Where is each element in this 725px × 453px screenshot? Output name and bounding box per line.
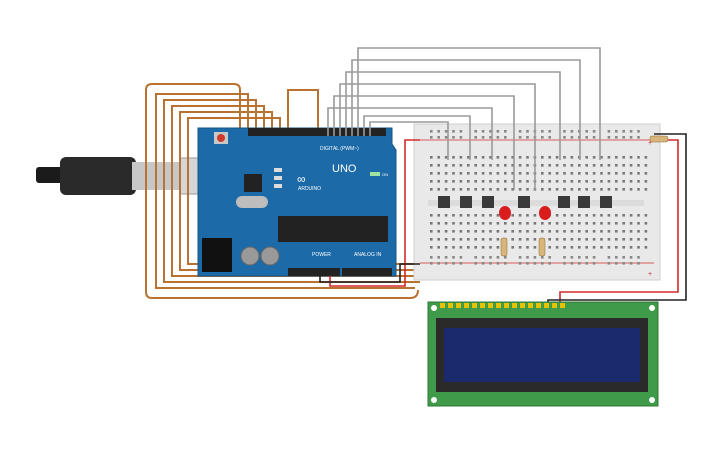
- reset-button[interactable]: [217, 134, 225, 142]
- push-button-3[interactable]: [482, 196, 494, 208]
- lcd-pin: [440, 303, 445, 308]
- red-led-2[interactable]: [539, 206, 551, 220]
- usb-cable: [36, 157, 209, 195]
- analog-label: ANALOG IN: [354, 252, 382, 258]
- lcd-pin: [448, 303, 453, 308]
- resistors: [500, 135, 669, 257]
- power-label: POWER: [312, 252, 331, 258]
- arduino-brand: ARDUINO: [298, 186, 321, 192]
- resistor-1: [500, 237, 508, 257]
- lcd-pin: [512, 303, 517, 308]
- lcd-pin: [496, 303, 501, 308]
- on-led: [370, 172, 380, 176]
- breadboard[interactable]: + +: [413, 123, 661, 281]
- lcd-pin-header: [440, 303, 565, 308]
- lcd-pin: [472, 303, 477, 308]
- atmega-chip: [278, 216, 388, 242]
- l-led: [274, 168, 282, 172]
- resistor-3: [649, 135, 669, 143]
- arduino-logo: ∞: [297, 172, 306, 186]
- resistor-2: [538, 237, 546, 257]
- rx-led: [274, 184, 282, 188]
- lcd-pin: [520, 303, 525, 308]
- lcd-pin: [544, 303, 549, 308]
- arduino-uno-board[interactable]: ∞ UNO ARDUINO DIGITAL (PWM~) POWER ANALO…: [197, 127, 397, 277]
- tx-led: [274, 176, 282, 180]
- lcd-pin: [456, 303, 461, 308]
- digital-label: DIGITAL (PWM~): [320, 146, 359, 152]
- push-button-6[interactable]: [578, 196, 590, 208]
- lcd-pin: [536, 303, 541, 308]
- lcd-pin: [552, 303, 557, 308]
- lcd-pin: [560, 303, 565, 308]
- push-button-7[interactable]: [600, 196, 612, 208]
- lcd-pin: [480, 303, 485, 308]
- gray-wire-bundle: [327, 47, 601, 190]
- on-label: ON: [382, 172, 388, 177]
- leds[interactable]: [499, 206, 551, 220]
- lcd-pin: [488, 303, 493, 308]
- red-led-1[interactable]: [499, 206, 511, 220]
- lcd-pin: [504, 303, 509, 308]
- uno-label: UNO: [332, 163, 357, 175]
- rail-plus-label: +: [648, 140, 652, 147]
- lcd-pin: [464, 303, 469, 308]
- push-buttons[interactable]: [438, 196, 612, 208]
- power-jack: [202, 238, 232, 272]
- push-button-4[interactable]: [518, 196, 530, 208]
- push-button-1[interactable]: [438, 196, 450, 208]
- lcd-screen: [444, 328, 640, 382]
- breadboard-holes: [430, 130, 648, 265]
- push-button-5[interactable]: [558, 196, 570, 208]
- rail-plus-label-bottom: +: [648, 271, 652, 278]
- push-button-2[interactable]: [460, 196, 472, 208]
- lcd-pin: [528, 303, 533, 308]
- lcd-display: [427, 301, 659, 407]
